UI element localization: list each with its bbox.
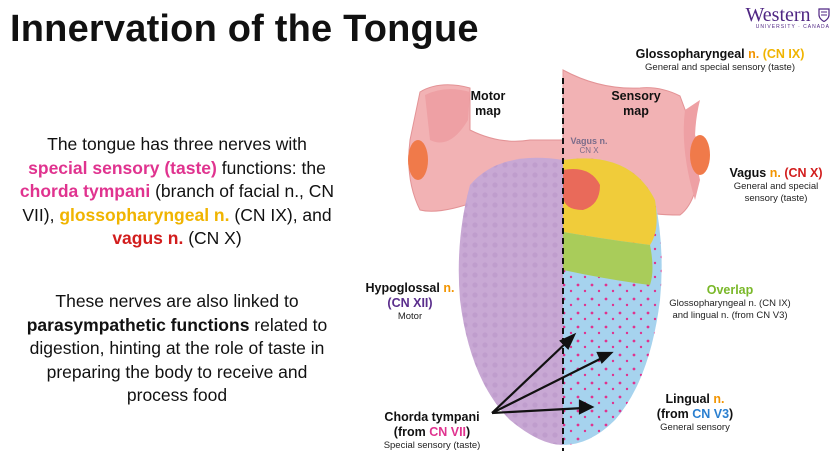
glossopharyngeal-name: Glossopharyngeal — [635, 47, 745, 61]
vagus-inner-cn: CN X — [579, 146, 599, 155]
vagus-inner-name: Vagus n. — [570, 136, 608, 146]
vagus-term: vagus n. — [112, 228, 184, 248]
glossopharyngeal-desc: General and special sensory (taste) — [645, 62, 795, 73]
lingual-close: ) — [729, 407, 734, 421]
overlap-desc: Glossopharyngeal n. (CN IX) and lingual … — [669, 298, 791, 321]
special-sensory-term: special sensory (taste) — [28, 157, 217, 178]
hypoglossal-cn: (CN XII) — [387, 296, 433, 310]
vagus-desc: General and special sensory (taste) — [733, 181, 819, 204]
lingual-desc: General sensory — [660, 422, 730, 433]
logo-subtitle: UNIVERSITY · CANADA — [755, 24, 830, 30]
lingual-name: Lingual — [665, 392, 710, 406]
vagus-n: n. — [769, 166, 781, 180]
motor-map-label: Motor map — [458, 89, 518, 119]
page-title: Innervation of the Tongue — [10, 8, 479, 50]
sensory-half — [563, 158, 662, 446]
glossopharyngeal-label: Glossopharyngeal n. (CN IX) General and … — [600, 47, 840, 74]
parasympathetic-term: parasympathetic functions — [26, 314, 250, 335]
lingual-n: n. — [713, 392, 725, 406]
chorda-arrows — [491, 332, 614, 415]
chorda-cn: CN VII — [429, 425, 467, 439]
overlap-label: Overlap Glossopharyngeal n. (CN IX) and … — [668, 283, 792, 322]
chorda-from: (from — [393, 425, 426, 439]
right-tonsil — [690, 135, 710, 175]
university-logo: Western UNIVERSITY · CANADA — [746, 4, 830, 30]
chorda-desc: Special sensory (taste) — [383, 440, 481, 451]
glossopharyngeal-n: n. — [748, 47, 760, 61]
chorda-name: Chorda tympani — [384, 410, 480, 424]
hypoglossal-label: Hypoglossal n. (CN XII) Motor — [354, 281, 466, 323]
chorda-tympani-term: chorda tympani — [19, 181, 151, 201]
hypoglossal-name: Hypoglossal — [365, 281, 440, 295]
left-tonsil — [408, 140, 428, 180]
chorda-close: ) — [466, 425, 471, 439]
vagus-cn: (CN X) — [784, 166, 823, 180]
motor-map-text: Motor map — [470, 89, 506, 118]
intro-paragraph: The tongue has three nerves with special… — [18, 133, 336, 251]
vagus-label: Vagus n. (CN X) General and special sens… — [712, 166, 840, 205]
sensory-map-text: Sensory map — [611, 89, 661, 118]
intro-text: The tongue has three nerves with — [47, 134, 307, 154]
parasympathetic-paragraph: These nerves are also linked to parasymp… — [18, 290, 336, 408]
intro-text: (CN X) — [183, 228, 242, 248]
chorda-tympani-label: Chorda tympani (from CN VII) Special sen… — [364, 410, 500, 452]
para-text: related to digestion, hinting at the rol… — [29, 314, 328, 406]
intro-text: (CN IX), and — [229, 204, 332, 225]
lingual-cn: CN V3 — [692, 407, 730, 421]
vagus-inner-label: Vagus n. CN X — [564, 136, 614, 156]
hypoglossal-n: n. — [443, 281, 455, 295]
intro-text: functions: the — [216, 157, 326, 178]
glossopharyngeal-cn: (CN IX) — [762, 47, 805, 61]
para-text: These nerves are also linked to — [55, 291, 299, 311]
logo-wordmark: Western — [745, 4, 811, 26]
intro-text: (branch of facial n., CN VII), — [22, 181, 335, 225]
crest-icon — [818, 8, 830, 22]
vagus-name: Vagus — [729, 166, 767, 180]
overlap-name: Overlap — [706, 283, 754, 297]
lingual-label: Lingual n. (from CN V3) General sensory — [640, 392, 750, 434]
hypoglossal-desc: Motor — [397, 311, 423, 322]
glossopharyngeal-term: glossopharyngeal n. — [59, 204, 230, 225]
lingual-from: (from — [656, 407, 689, 421]
motor-half — [458, 157, 563, 445]
sensory-map-label: Sensory map — [603, 89, 669, 119]
